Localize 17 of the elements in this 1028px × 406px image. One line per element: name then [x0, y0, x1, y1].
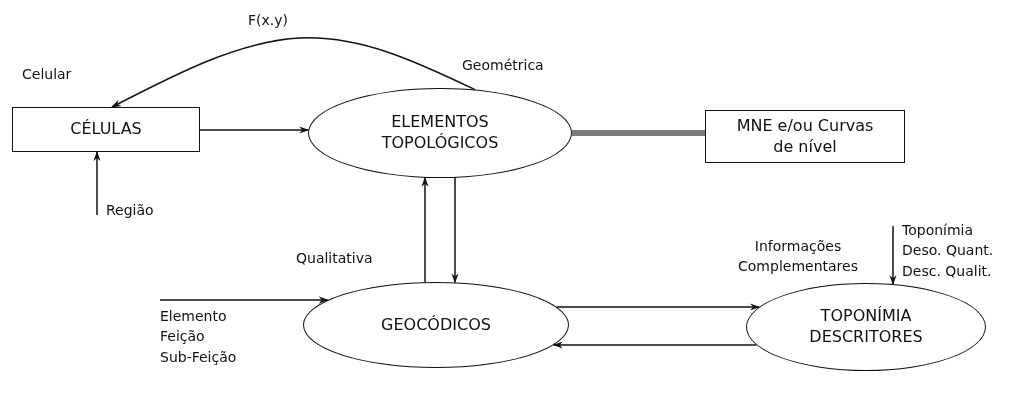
process-box: [705, 110, 905, 163]
arrow: [556, 303, 761, 311]
node-label: CÉLULAS: [70, 119, 142, 140]
arrow: [199, 126, 310, 134]
arrow: [451, 176, 459, 284]
node-label: TOPONÍMIA DESCRITORES: [808, 306, 924, 348]
node-label: GEOCÓDICOS: [381, 314, 491, 336]
node-label: MNE e/ou Curvas de nível: [735, 115, 875, 158]
arrow: [889, 225, 897, 286]
arrow: [421, 176, 429, 283]
process-box: [12, 107, 200, 152]
arrow: [552, 341, 758, 349]
arrow: [93, 151, 101, 216]
arrow: [159, 296, 329, 304]
arrow: [111, 37, 476, 108]
thick-connector: [572, 130, 705, 136]
node-label: ELEMENTOS TOPOLÓGICOS: [380, 112, 500, 154]
